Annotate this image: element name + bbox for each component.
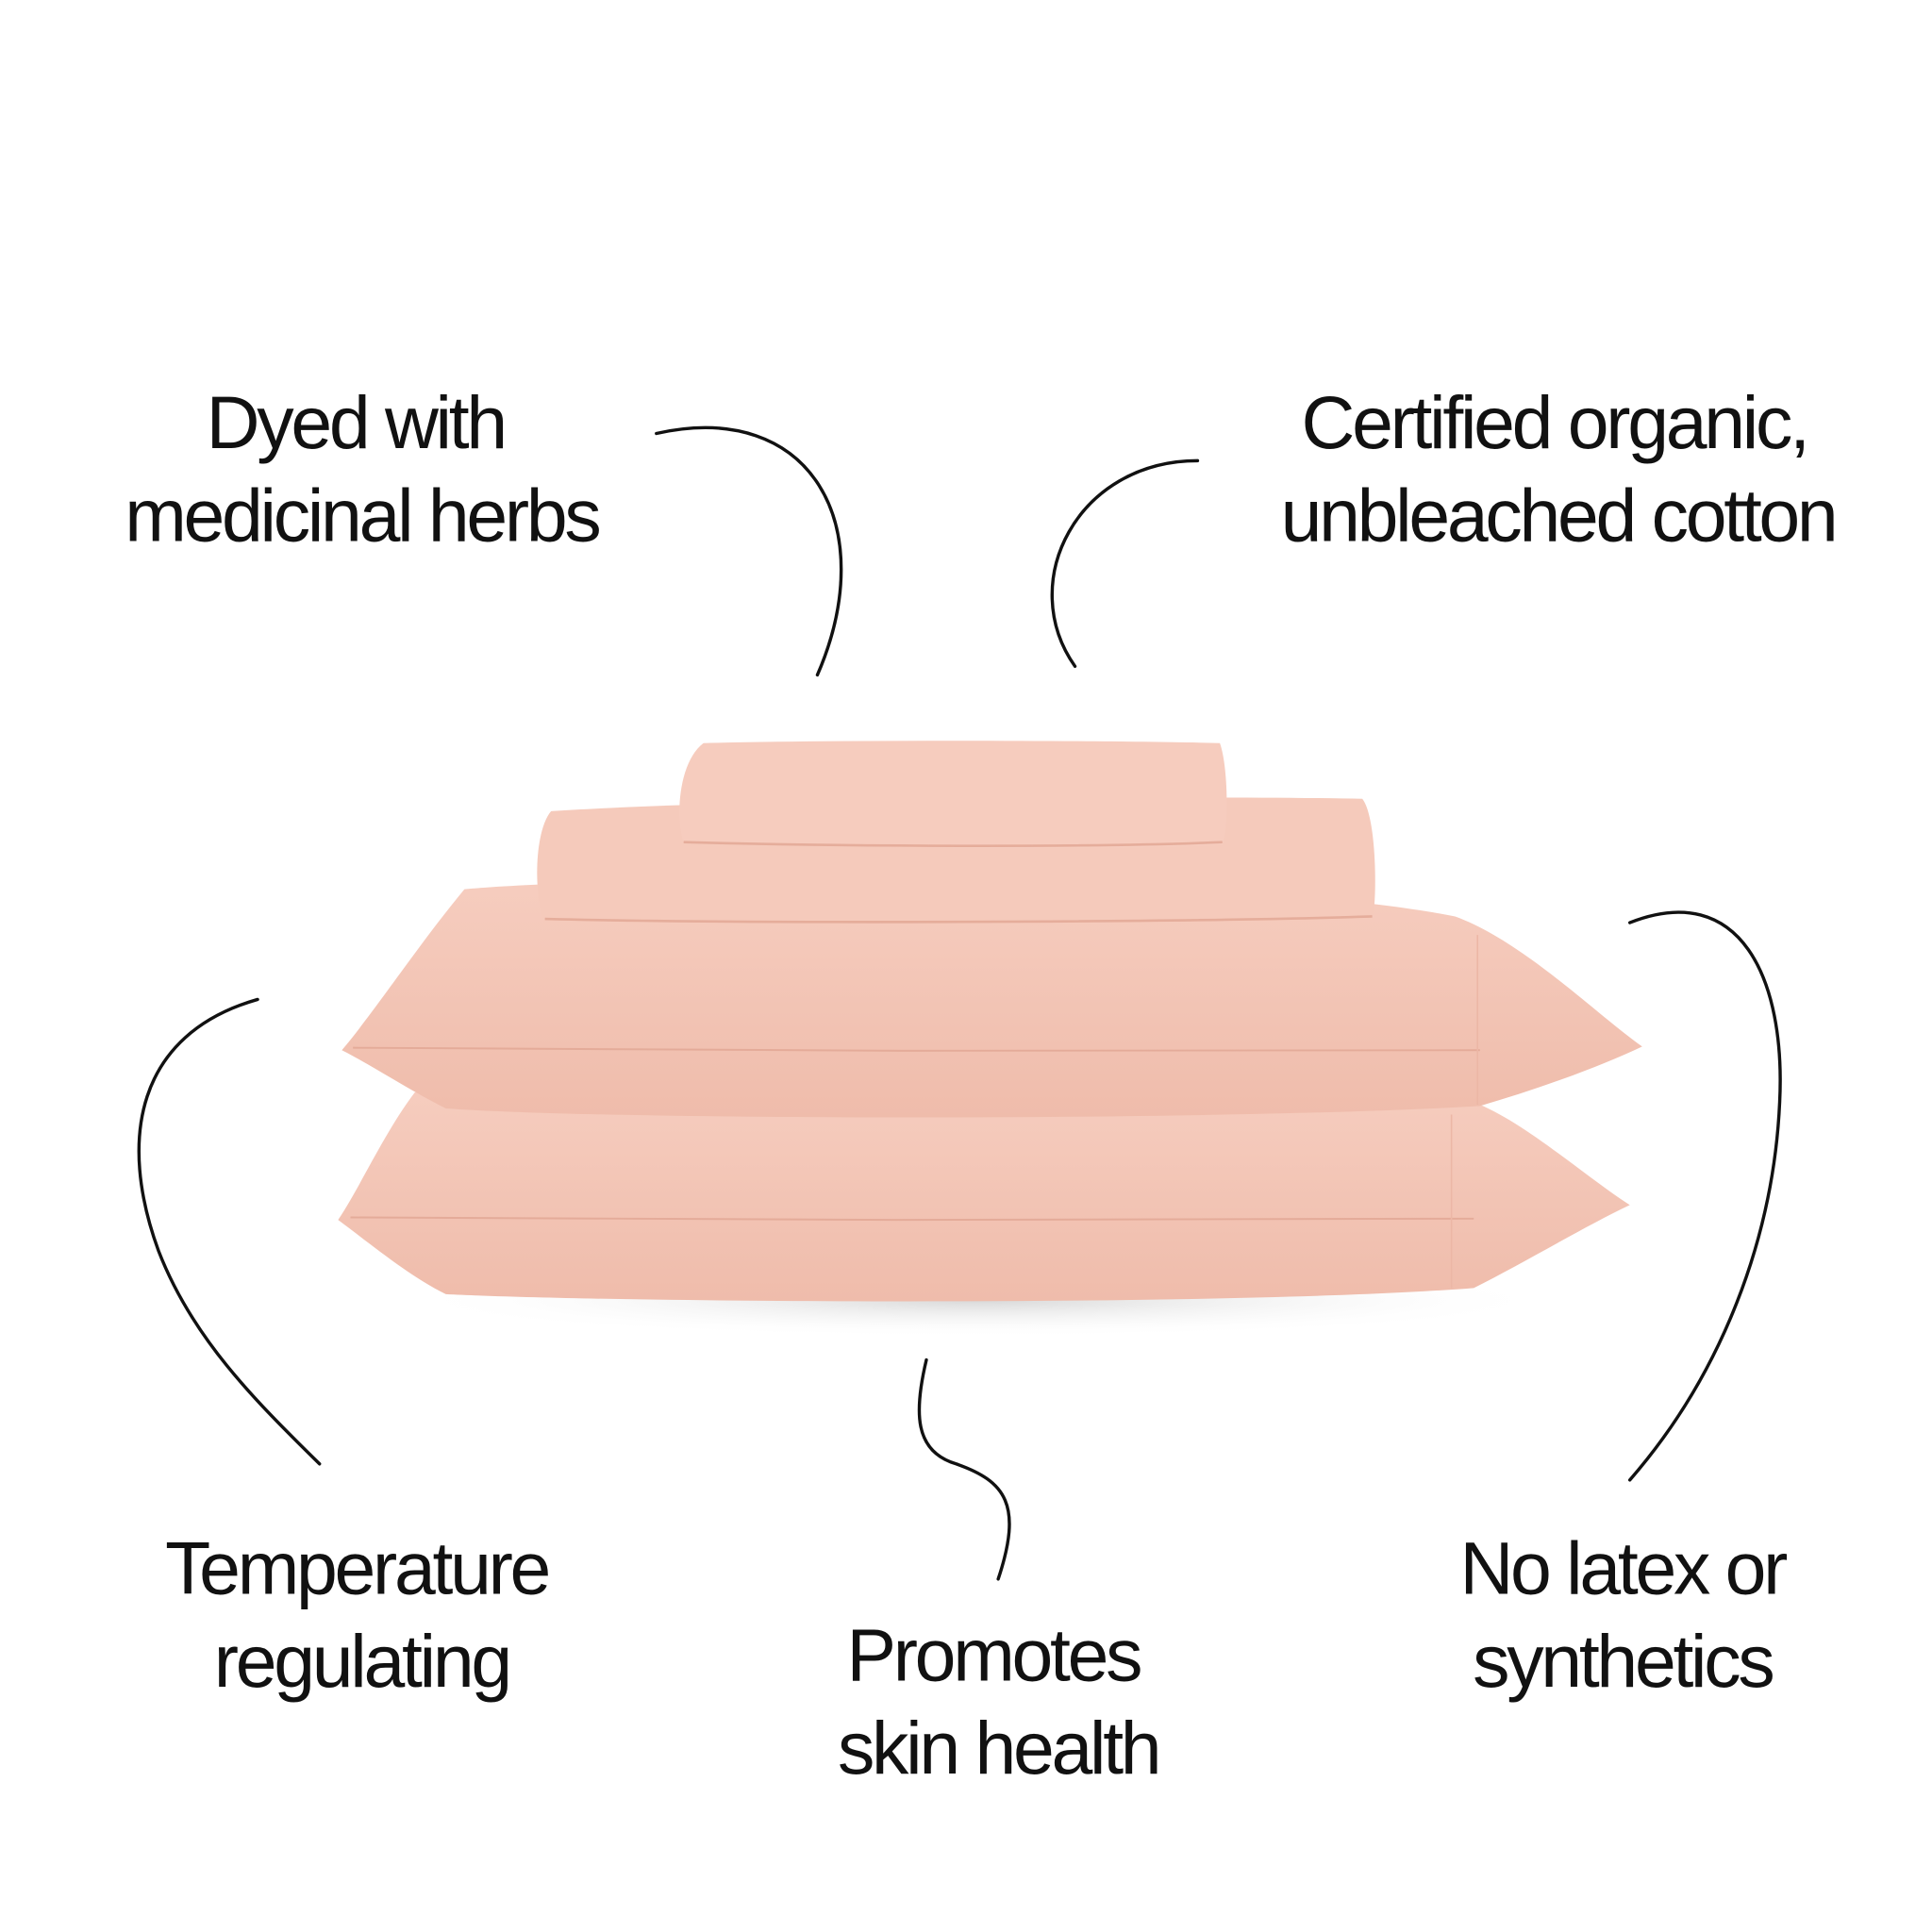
callout-line-temperature	[137, 997, 322, 1466]
feature-no-latex: No latex or synthetics	[1459, 1527, 1790, 1703]
product-image	[338, 741, 1642, 1338]
bottom-pillow	[338, 1085, 1630, 1302]
callout-line-skin	[917, 1357, 1011, 1581]
feature-line: regulating	[214, 1620, 509, 1703]
feature-line: skin health	[838, 1707, 1158, 1790]
callout-line-latex	[1627, 910, 1782, 1482]
bottom-pillow-seam	[350, 1216, 1474, 1222]
folded-pillowcase	[679, 741, 1227, 849]
feature-skin-health: Promotes skin health	[838, 1613, 1162, 1790]
feature-temperature: Temperature regulating	[165, 1527, 552, 1703]
top-pillow	[341, 879, 1642, 1118]
feature-line: No latex or	[1459, 1527, 1787, 1610]
feature-line: Promotes	[847, 1613, 1141, 1696]
feature-line: Dyed with	[207, 381, 505, 464]
feature-organic-cotton: Certified organic, unbleached cotton	[1281, 381, 1839, 558]
top-pillow-seam	[353, 1046, 1480, 1053]
callout-line-dyed	[655, 425, 843, 677]
feature-line: synthetics	[1473, 1620, 1773, 1703]
feature-line: medicinal herbs	[125, 475, 599, 558]
feature-dyed-herbs: Dyed with medicinal herbs	[125, 381, 602, 558]
feature-line: Temperature	[165, 1527, 548, 1610]
feature-line: Certified organic,	[1301, 381, 1807, 464]
callout-line-certified	[1050, 458, 1200, 669]
folded-pillowcase-edge	[683, 841, 1223, 847]
feature-line: unbleached cotton	[1281, 475, 1836, 558]
folded-sheet-edge	[544, 915, 1373, 924]
